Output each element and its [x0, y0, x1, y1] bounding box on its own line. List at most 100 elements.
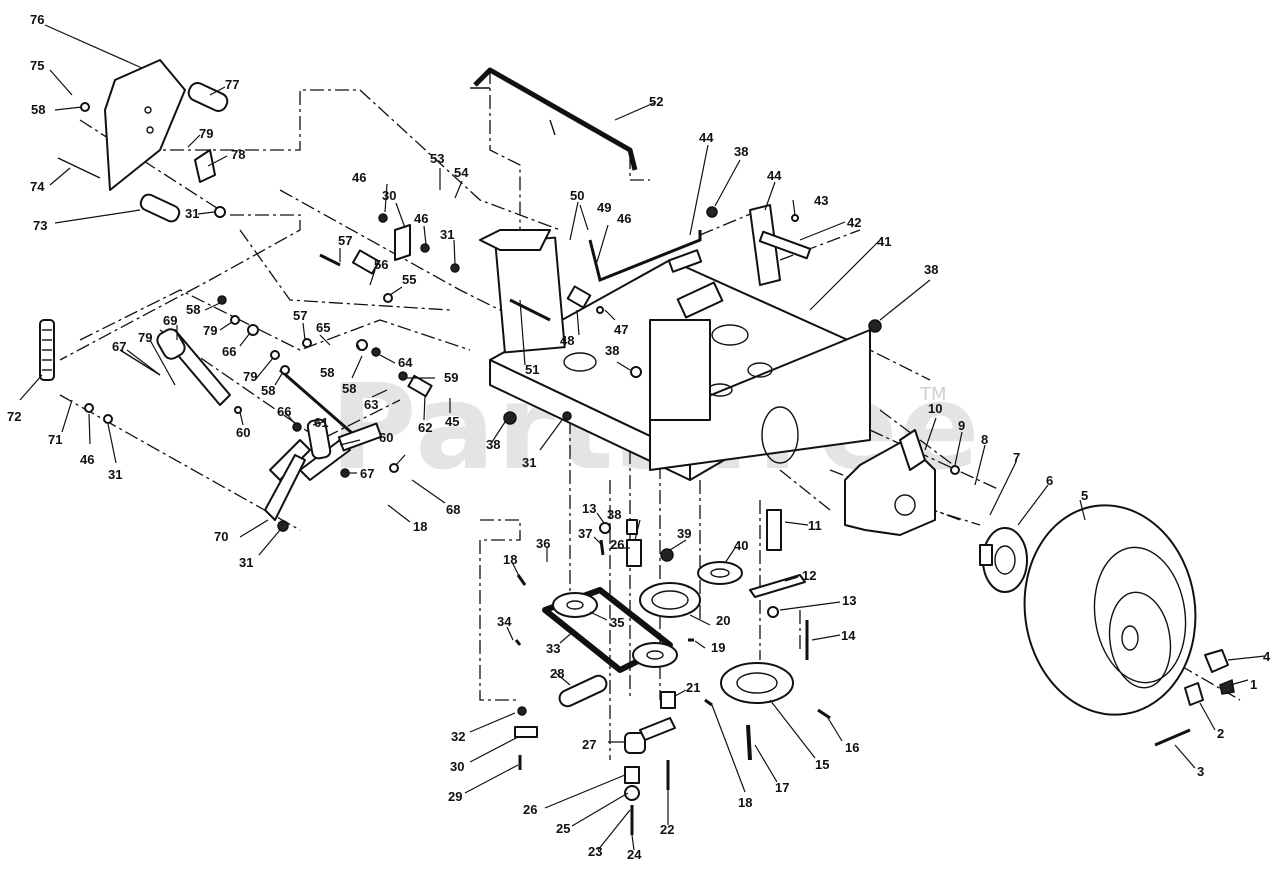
callout-47: 48: [560, 333, 574, 348]
callout-51: 52: [649, 94, 663, 109]
callout-19: 19: [711, 640, 725, 655]
callout-11: 11: [808, 518, 822, 533]
callout-17: 17: [775, 780, 789, 795]
callout-13-a: 13: [582, 501, 596, 516]
callout-78: 79: [199, 126, 213, 141]
callout-38-d: 38: [486, 437, 500, 452]
callout-58-c: 58: [342, 381, 356, 396]
callout-8: 8: [981, 432, 988, 447]
callout-31-c: 31: [108, 467, 122, 482]
callout-33: 34: [497, 614, 512, 629]
callout-66-b: 67: [360, 466, 374, 481]
callout-29: 29: [448, 789, 462, 804]
spring-71: [39, 319, 55, 381]
axle-bracket: [844, 429, 936, 536]
callout-3: 3: [1197, 764, 1204, 779]
linkage: [119, 204, 812, 521]
callout-31-a: 31: [185, 206, 199, 221]
wheel-hub: [979, 527, 1028, 593]
callout-24: 24: [627, 847, 642, 862]
lower-parts: [514, 509, 831, 835]
callout-57-b: 58: [320, 365, 334, 380]
callout-64: 65: [316, 320, 330, 335]
callout-16: 16: [845, 740, 859, 755]
callout-46-b: 46: [414, 211, 428, 226]
callout-68: 69: [163, 313, 177, 328]
callout-28: 28: [550, 666, 564, 681]
callout-79-a: 79: [203, 323, 217, 338]
callout-36: 37: [578, 526, 592, 541]
callout-4: 4: [1263, 649, 1271, 664]
callout-5: 5: [1081, 488, 1088, 503]
callout-53: 54: [454, 165, 469, 180]
callout-18-b: 18: [503, 552, 517, 567]
callout-1: 1: [1250, 677, 1257, 692]
callout-6: 6: [1046, 473, 1053, 488]
callout-38-b: 38: [924, 262, 938, 277]
callout-52: 53: [430, 151, 444, 166]
drive-pulleys: [542, 561, 794, 761]
callout-73: 74: [30, 179, 45, 194]
callout-59: 60: [379, 430, 393, 445]
callout-31-e: 31: [239, 555, 253, 570]
callout-7: 7: [1013, 450, 1020, 465]
callout-43: 44: [767, 168, 782, 183]
callout-37: 38: [607, 507, 621, 522]
callout-66-a: 66: [277, 404, 291, 419]
callout-57-top: 58: [31, 102, 45, 117]
callout-23: 23: [588, 844, 602, 859]
callout-44-b: 45: [445, 414, 459, 429]
callout-63: 64: [398, 355, 413, 370]
callout-77: 78: [231, 147, 245, 162]
callout-30-b: 30: [450, 759, 464, 774]
callout-10: 10: [928, 401, 942, 416]
callout-70: 71: [48, 432, 62, 447]
callout-65: 66: [222, 344, 236, 359]
wheel-assembly: [1023, 504, 1235, 747]
callout-18-c: 18: [738, 795, 752, 810]
callout-20: 20: [716, 613, 730, 628]
callout-60-b: 61: [314, 415, 328, 430]
callout-38-c: 38: [605, 343, 619, 358]
callout-13-b: 13: [842, 593, 856, 608]
callout-58-a: 58: [186, 302, 200, 317]
callout-22: 22: [660, 822, 674, 837]
callout-79-c: 79: [243, 369, 257, 384]
callout-31-d: 31: [522, 455, 536, 470]
callout-76: 77: [225, 77, 239, 92]
callout-55: 56: [374, 257, 388, 272]
callout-38-e: 39: [677, 526, 691, 541]
callout-56: 57: [338, 233, 352, 248]
callout-26-b: 26: [610, 537, 624, 552]
callout-39: 40: [734, 538, 748, 553]
callout-46-c: 46: [80, 452, 94, 467]
callout-30-a: 30: [382, 188, 396, 203]
callout-60-a: 60: [236, 425, 250, 440]
callout-72: 73: [33, 218, 47, 233]
callout-58-b: 58: [261, 383, 275, 398]
assembly-lines: [59, 70, 1241, 760]
callout-49: 50: [570, 188, 584, 203]
leader-lines: [19, 24, 1266, 851]
callout-71: 72: [7, 409, 21, 424]
callout-27: 27: [582, 737, 596, 752]
callout-31-f: 32: [451, 729, 465, 744]
callout-46-d: 47: [614, 322, 628, 337]
callout-46-a: 46: [352, 170, 366, 185]
callout-67-a: 67: [112, 339, 126, 354]
callout-34: 35: [610, 615, 624, 630]
callout-40: 41: [877, 234, 891, 249]
callout-18-a: 18: [413, 519, 427, 534]
callout-79-b: 79: [138, 330, 152, 345]
callout-69: 70: [214, 529, 228, 544]
callout-2: 2: [1217, 726, 1224, 741]
callout-25: 25: [556, 821, 570, 836]
callout-42: 43: [814, 193, 828, 208]
callout-31-b: 31: [440, 227, 454, 242]
callout-38-a: 38: [734, 144, 748, 159]
callout-61: 62: [418, 420, 432, 435]
callout-57-a: 57: [293, 308, 307, 323]
chassis-frame: [489, 236, 871, 481]
callout-15: 15: [815, 757, 829, 772]
